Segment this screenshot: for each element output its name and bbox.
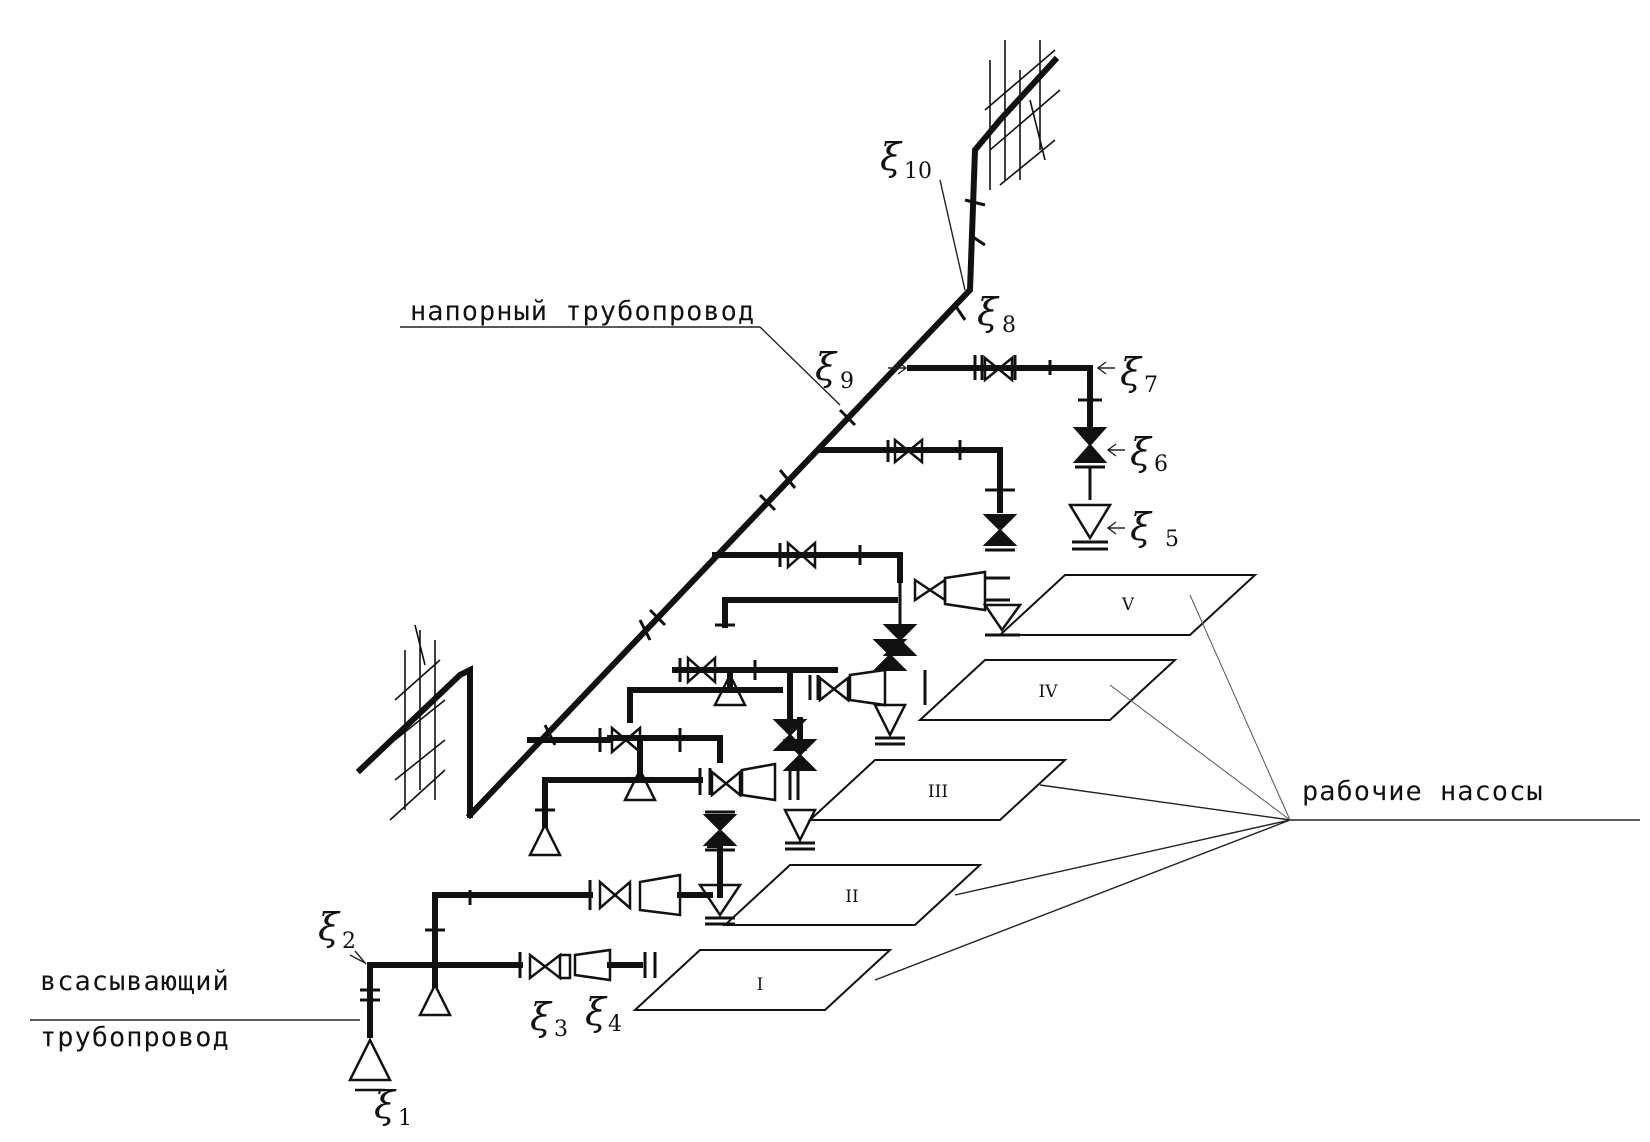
coefficient-xi-5: ξ 5: [1130, 505, 1179, 552]
svg-text:ξ: ξ: [1130, 505, 1153, 549]
coefficient-xi-2: ξ 2: [318, 905, 356, 954]
coefficient-labels: ξ 1 ξ 2 ξ 3 ξ 4 ξ 5 ξ 6 ξ 7 ξ 8: [318, 135, 1179, 1131]
leader-lines: [30, 179, 1640, 1021]
pump-5-branch: [712, 437, 1023, 656]
coefficient-xi-9: ξ 9: [815, 345, 854, 394]
coefficient-arrows: [349, 361, 1125, 965]
pump-number-5: V: [1121, 595, 1135, 615]
svg-text:10: 10: [904, 159, 932, 184]
svg-text:4: 4: [608, 1012, 622, 1037]
coefficient-xi-7: ξ 7: [1120, 350, 1158, 398]
svg-text:9: 9: [840, 369, 854, 394]
coefficient-xi-3: ξ 3: [530, 995, 568, 1042]
suction-branch: [347, 890, 593, 1092]
svg-text:3: 3: [554, 1017, 568, 1042]
svg-text:8: 8: [1002, 313, 1016, 338]
svg-text:ξ: ξ: [585, 990, 608, 1034]
coefficient-xi-6: ξ 6: [1130, 430, 1168, 477]
pump-number-2: II: [845, 887, 858, 907]
svg-text:ξ: ξ: [880, 135, 903, 179]
svg-text:ξ: ξ: [530, 995, 553, 1039]
coefficient-xi-10: ξ 10: [880, 135, 932, 184]
discharge-pipe-label: напорный трубопровод: [410, 296, 755, 327]
svg-text:1: 1: [398, 1106, 412, 1131]
coefficient-xi-4: ξ 4: [585, 990, 622, 1037]
suction-pipe-label-line2: трубопровод: [40, 1022, 230, 1053]
wall-hatching-left: [389, 624, 446, 821]
pump-number-1: I: [757, 975, 764, 995]
svg-text:ξ: ξ: [1120, 350, 1143, 394]
pump-1-branch: [518, 948, 657, 982]
svg-text:ξ: ξ: [977, 290, 1000, 334]
svg-text:ξ: ξ: [815, 345, 838, 389]
svg-text:ξ: ξ: [374, 1083, 397, 1127]
svg-text:2: 2: [342, 929, 356, 954]
wall-hatching-top: [984, 40, 1061, 190]
svg-text:ξ: ξ: [1130, 430, 1153, 474]
svg-text:7: 7: [1144, 373, 1158, 398]
top-branch: [907, 355, 1113, 551]
pump-numbers: I II III IV V: [757, 595, 1135, 995]
pump-number-4: IV: [1039, 682, 1059, 702]
pump-pads: [632, 574, 1258, 1011]
discharge-header-pipe: [355, 55, 1060, 820]
svg-text:ξ: ξ: [318, 905, 341, 949]
working-pumps-label: рабочие насосы: [1302, 776, 1544, 807]
coefficient-xi-1: ξ 1: [374, 1083, 412, 1131]
pump-3-branch: [527, 717, 818, 857]
suction-pipe-label-line1: всасывающий: [40, 966, 230, 997]
pump-4-branch: [627, 639, 927, 751]
pump-2-branch: [588, 810, 743, 926]
svg-text:6: 6: [1154, 452, 1168, 477]
svg-text:5: 5: [1165, 527, 1179, 552]
coefficient-xi-8: ξ 8: [977, 290, 1016, 338]
pump-number-3: III: [928, 782, 948, 802]
